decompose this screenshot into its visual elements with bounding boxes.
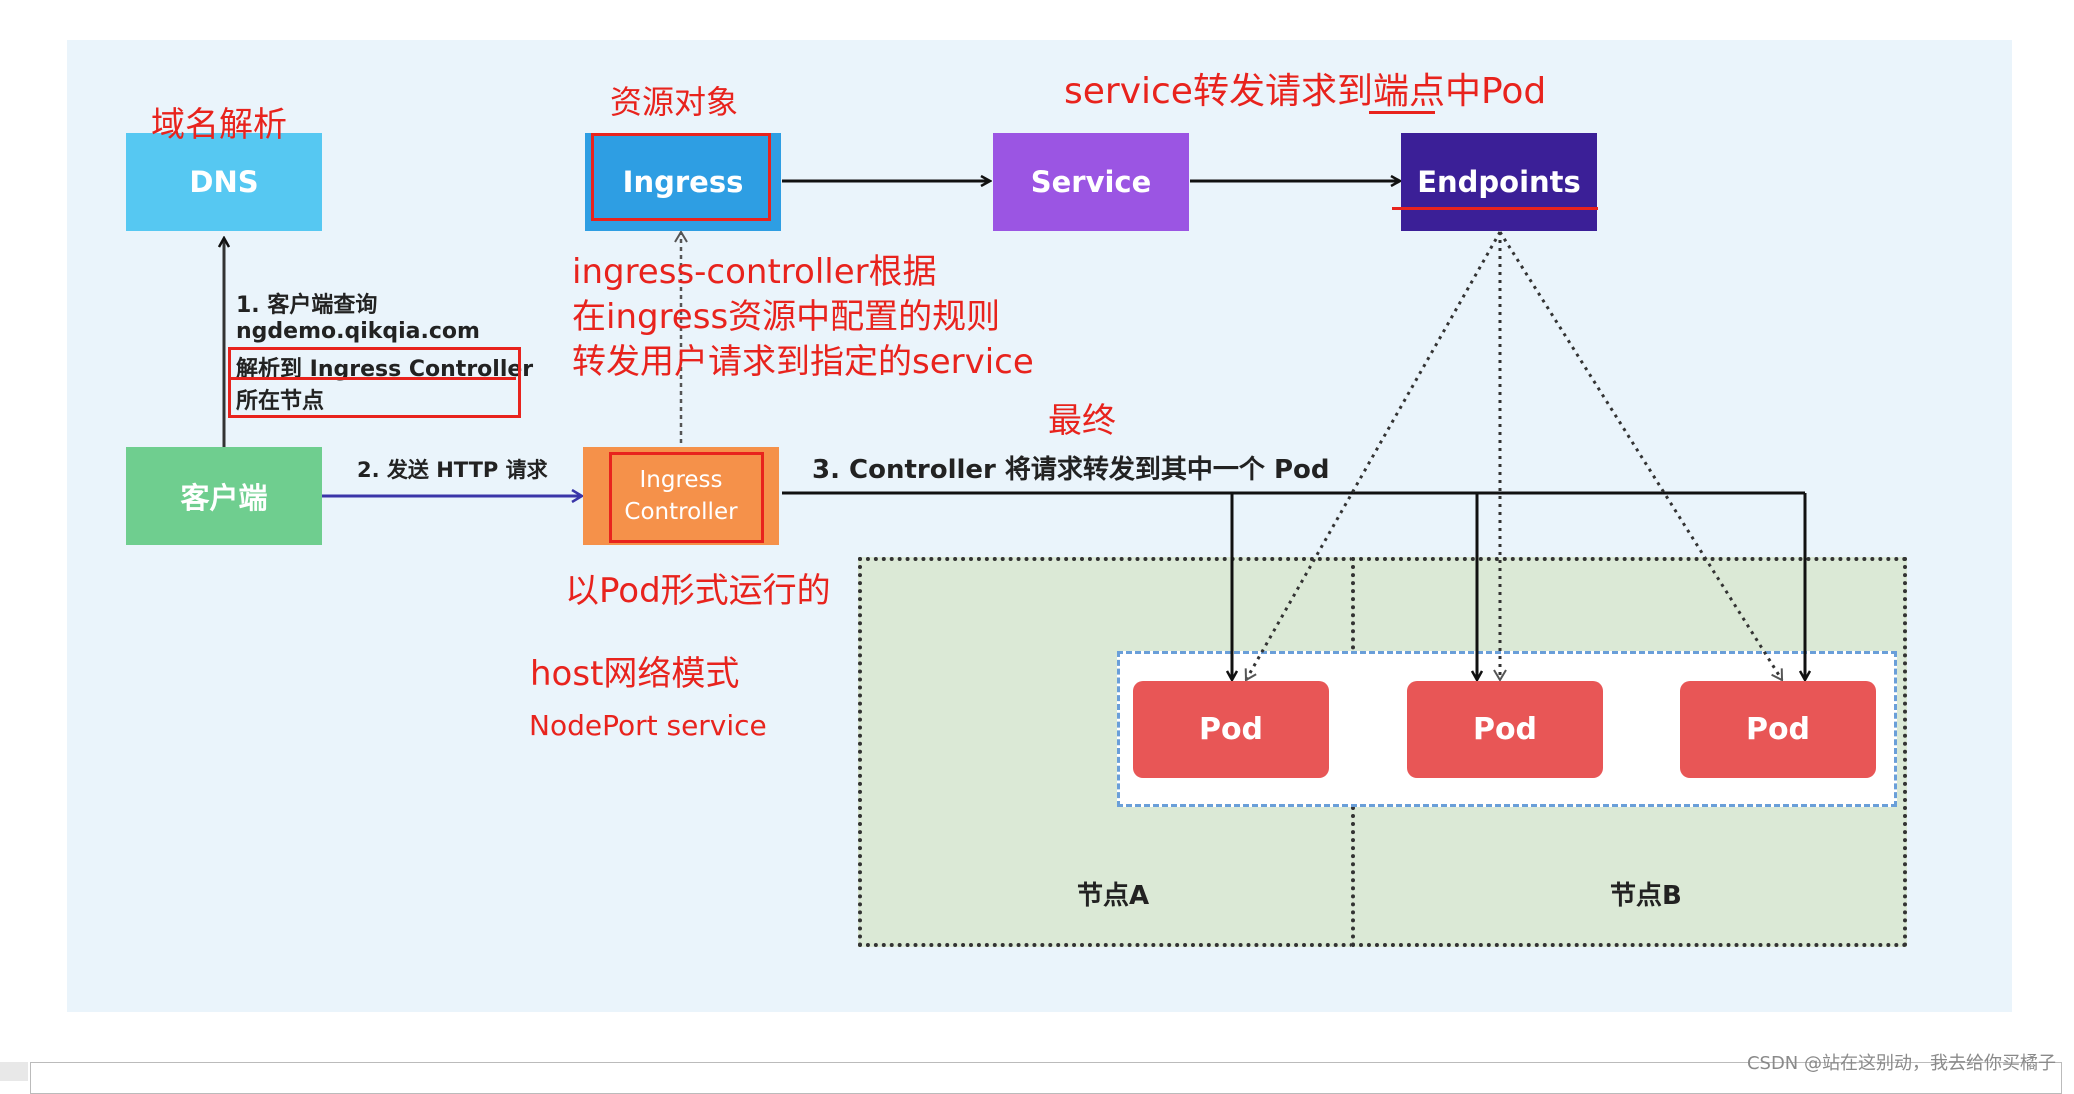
ingress-controller-label-line1: Ingress (639, 467, 723, 493)
annotation-finally: 最终 (1048, 401, 1116, 441)
step2-label: 2. 发送 HTTP 请求 (357, 458, 548, 482)
controller-highlight (609, 452, 764, 543)
endpoints-underline (1392, 207, 1598, 210)
left-margin-bar (0, 1062, 28, 1081)
ingress-controller-label-line2: Controller (624, 499, 738, 525)
step1-line2: ngdemo.qikqia.com (236, 319, 480, 344)
step1-line4: 所在节点 (236, 389, 325, 414)
step3-label: 3. Controller 将请求转发到其中一个 Pod (812, 455, 1330, 485)
ingress-box: Ingress (585, 133, 781, 231)
step1-line1: 1. 客户端查询 (236, 293, 378, 318)
client-box: 客户端 (126, 447, 322, 545)
service-box: Service (993, 133, 1189, 231)
watermark: CSDN @站在这别动，我去给你买橘子 (1746, 1053, 2056, 1074)
annotation-service-forward: service转发请求到端点中Pod (1064, 71, 1547, 112)
endpoints-box: Endpoints (1401, 133, 1597, 231)
dns-box: DNS (126, 133, 322, 231)
annotation-nodeport: NodePort service (529, 709, 767, 742)
annotation-host-mode: host网络模式 (530, 654, 740, 694)
pod-3: Pod (1680, 681, 1876, 778)
annotation-controller-rule-3: 转发用户请求到指定的service (572, 342, 1034, 382)
dotted-endpoints-to-pod-3 (1498, 231, 1784, 682)
step1-highlight (228, 347, 521, 418)
ingress-highlight (591, 133, 771, 221)
pod-2: Pod (1407, 681, 1603, 778)
node-b-label: 节点B (1610, 881, 1682, 911)
dotted-endpoints-to-pod-1 (1244, 231, 1502, 682)
annotation-controller-rule-1: ingress-controller根据 (572, 252, 937, 292)
annotation-resource-object: 资源对象 (610, 83, 739, 121)
annotation-pod-form: 以Pod形式运行的 (565, 571, 831, 611)
annotation-domain-resolve: 域名解析 (151, 105, 287, 145)
ingress-controller-box: Ingress Controller (583, 447, 779, 545)
node-a-label: 节点A (1077, 881, 1150, 911)
endpoints-term-underline (1369, 111, 1435, 114)
annotation-controller-rule-2: 在ingress资源中配置的规则 (572, 297, 1001, 337)
step1-underline (231, 377, 516, 380)
pod-1: Pod (1133, 681, 1329, 778)
